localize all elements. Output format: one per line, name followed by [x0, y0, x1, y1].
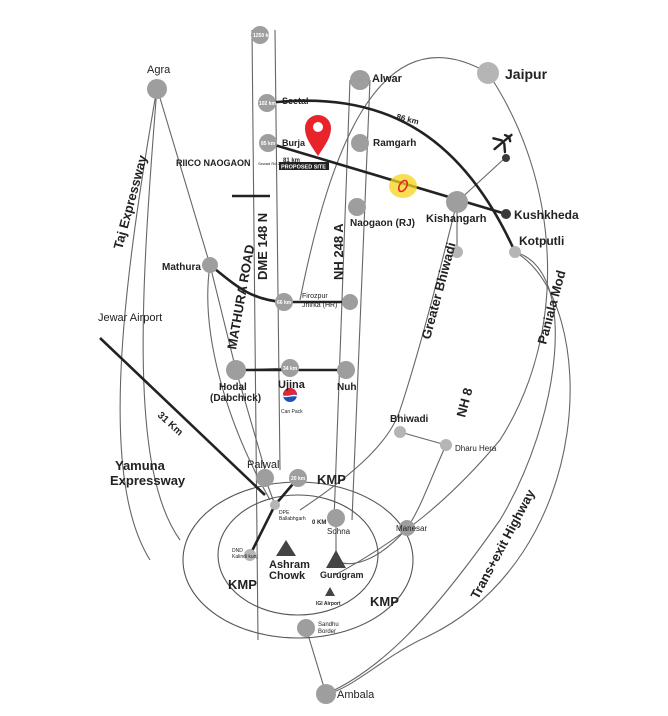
label-firozpur: Firozpur Jhirka (HR) — [302, 293, 337, 309]
label-firozpur-1: Firozpur — [302, 293, 328, 300]
label-dnd-2: Kalindi kunj — [232, 554, 258, 560]
hw-nh248: NH 248 A — [331, 223, 346, 280]
dist-1250: 1250 km — [253, 33, 273, 39]
label-kushkheda: Kushkheda — [514, 208, 579, 222]
label-burja: Burja — [282, 138, 306, 148]
highlight-marker-icon — [397, 179, 409, 193]
label-ambala: Ambala — [337, 689, 375, 701]
hw-paniala: Paniala Mod — [534, 269, 568, 346]
label-dharu-hera: Dharu Hera — [455, 444, 497, 453]
label-sandhu: Sandhu Border — [318, 622, 340, 635]
hw-yamuna-2: Expressway — [110, 473, 186, 488]
ashram-landmark-icon — [276, 540, 296, 556]
label-bhiwadi: Bhiwadi — [390, 414, 429, 425]
label-hodal-2: (Dabchick) — [210, 393, 261, 404]
label-agra: Agra — [147, 64, 171, 76]
label-alwar: Alwar — [372, 73, 403, 85]
dist-0: 0 KM — [312, 520, 326, 526]
hw-taj: Taj Expressway — [110, 153, 150, 251]
label-ashram-1: Ashram — [269, 559, 310, 571]
label-sohna: Sohna — [327, 527, 351, 536]
place-labels: Agra Alwar Jaipur Seetal Burja Ramgarh R… — [98, 64, 579, 701]
label-kotputli: Kotputli — [519, 234, 564, 248]
label-dpe-1: DPE — [279, 510, 290, 516]
label-dnd-1: DND — [232, 548, 243, 554]
label-mathura: Mathura — [162, 262, 201, 273]
label-manesar: Manesar — [396, 524, 427, 533]
label-dnd: DND Kalindi kunj — [232, 548, 258, 560]
distance-labels: 1250 km 102 km 85 km 81 km 86 km 66 km 3… — [155, 33, 420, 526]
label-kishangarh: Kishangarh — [426, 213, 487, 225]
highlight-glow — [389, 174, 417, 198]
label-jewar: Jewar Airport — [98, 312, 162, 324]
label-dpe-2: Ballabhgarh — [279, 516, 306, 522]
label-ujina: Ujina — [278, 379, 306, 391]
hw-kmp-2: KMP — [228, 577, 257, 592]
dist-102: 102 km — [259, 101, 277, 107]
road-network — [119, 29, 571, 695]
label-gurugram: Gurugram — [320, 570, 364, 580]
dist-66: 66 km — [277, 300, 292, 306]
label-can-pack: Can Pack — [281, 409, 303, 415]
label-seetal: Seetal — [282, 96, 309, 106]
dist-34: 34 km — [283, 366, 298, 372]
hw-dme: DME 148 N — [255, 213, 270, 280]
label-igi: IGI Airport — [316, 601, 341, 607]
airplane-icon — [492, 133, 513, 154]
label-sandhu-1: Sandhu — [318, 622, 339, 628]
label-palwal: Palwal — [247, 459, 279, 471]
dist-85: 85 km — [261, 141, 276, 147]
pepsi-logo-icon — [282, 388, 298, 402]
label-hodal: Hodal (Dabchick) — [210, 382, 261, 404]
label-hodal-1: Hodal — [219, 382, 247, 393]
proposed-site-box — [279, 162, 329, 170]
label-ashram: Ashram Chowk — [269, 559, 313, 582]
nodes — [147, 26, 521, 704]
label-ashram-2: Chowk — [269, 570, 306, 582]
label-nuh: Nuh — [337, 382, 356, 393]
dist-20: 20 km — [291, 476, 306, 482]
hw-nh8: NH 8 — [453, 386, 475, 418]
dist-81: 81 km — [283, 158, 300, 164]
label-jaipur: Jaipur — [505, 66, 548, 82]
hw-greater-bhiwadi: Greater Bhiwadi — [418, 241, 458, 341]
label-sandhu-2: Border — [318, 629, 336, 635]
location-pin-icon[interactable] — [305, 115, 331, 156]
label-dpe: DPE Ballabhgarh — [279, 510, 306, 522]
hw-kmp-1: KMP — [317, 472, 346, 487]
hw-yamuna-1: Yamuna — [115, 458, 166, 473]
label-ramgarh: Ramgarh — [373, 138, 416, 149]
label-naogaon: Naogaon (RJ) — [350, 218, 415, 229]
label-proposed: PROPOSED SITE — [281, 165, 326, 171]
label-firozpur-2: Jhirka (HR) — [302, 302, 337, 309]
hw-mathura-road: MATHURA ROAD — [224, 243, 257, 350]
label-riico: RIICO NAOGAON — [176, 158, 251, 168]
igi-landmark-icon — [325, 587, 335, 596]
hw-kmp-3: KMP — [370, 594, 399, 609]
gurugram-landmark-icon — [326, 550, 346, 568]
label-riico-sub: Sewad Rd 20 k — [258, 161, 285, 166]
